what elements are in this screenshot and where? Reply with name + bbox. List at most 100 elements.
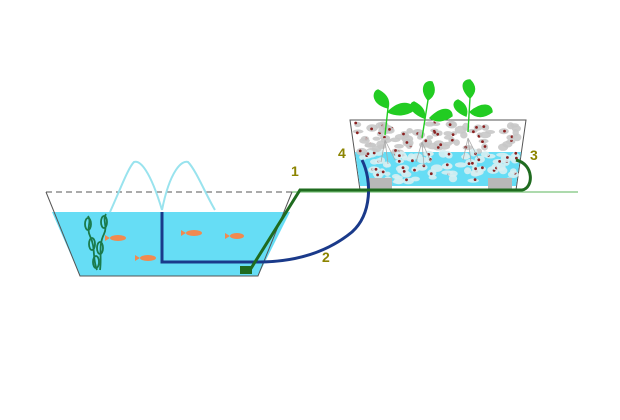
gravel-stone <box>454 162 467 168</box>
gravel-stone <box>406 128 414 134</box>
label-1: 1 <box>291 163 299 179</box>
fountain-spray-left <box>109 160 163 213</box>
gravel-dot <box>498 160 501 163</box>
gravel-stone <box>394 175 403 180</box>
roots <box>380 137 479 167</box>
gravel-stone <box>394 144 404 149</box>
pond-outline <box>45 191 293 277</box>
fish <box>105 230 244 261</box>
gravel-dot <box>413 168 416 172</box>
gravel-dot <box>445 163 449 167</box>
label-2: 2 <box>322 249 330 265</box>
bed-stand-left <box>368 178 392 190</box>
fountain-spray-right <box>161 160 216 211</box>
bed-stand-right <box>488 178 512 190</box>
gravel-stone <box>496 163 506 171</box>
pond-water <box>52 212 290 276</box>
gravel-stone <box>356 147 368 156</box>
gravel-stone <box>442 141 452 147</box>
gravel-stone <box>446 120 458 129</box>
plants <box>373 79 493 139</box>
gravel-dot <box>366 152 370 156</box>
return-pipe <box>248 158 532 271</box>
gravel-stone <box>480 151 490 158</box>
gravel-dot <box>451 133 455 137</box>
gravel-stone <box>424 121 435 127</box>
gravel-stone <box>376 140 386 149</box>
gravel-stone <box>428 175 437 180</box>
gravel-dot <box>472 130 475 134</box>
gravel-dot <box>429 172 433 176</box>
gravel-dot <box>388 127 391 131</box>
gravel-dot <box>448 123 452 126</box>
gravel-dot <box>405 178 408 182</box>
gravel-dot <box>514 151 518 155</box>
label-3: 3 <box>530 147 538 163</box>
gravel-dot <box>450 138 454 142</box>
gravel-dot <box>483 145 487 148</box>
gravel-stone <box>392 179 404 184</box>
gravel-dot <box>397 159 401 163</box>
gravel-stone <box>453 139 460 146</box>
gravel-dot <box>436 132 440 136</box>
gravel-stone <box>461 154 471 160</box>
gravel-dot <box>467 162 471 166</box>
gravel-stone <box>479 131 492 139</box>
gravel-dot <box>401 166 405 170</box>
gravel-dot <box>439 143 443 147</box>
gravel-stone <box>510 168 517 175</box>
gravel-dot <box>411 159 414 163</box>
gravel-stone <box>359 137 370 144</box>
gravel-stone <box>352 129 364 134</box>
gravel-stone <box>443 135 454 140</box>
gravel-media <box>352 120 522 185</box>
gravel-stone <box>438 149 448 158</box>
gravel-dot <box>481 166 484 170</box>
gravel-stone <box>464 167 472 175</box>
gravel-dot <box>482 125 486 128</box>
gravel-dot <box>503 129 506 133</box>
supply-pipe <box>160 159 371 264</box>
gravel-dot <box>436 146 440 149</box>
gravel-stone <box>367 142 375 148</box>
water-plant <box>84 213 108 271</box>
gravel-dot <box>355 131 359 135</box>
gravel-dot <box>372 151 376 155</box>
gravel-stone <box>433 140 445 147</box>
gravel-stone <box>505 139 516 145</box>
gravel-dot <box>376 173 379 177</box>
gravel-dot <box>394 149 397 152</box>
gravel-dot <box>405 141 409 144</box>
gravel-dot <box>447 152 451 156</box>
gravel-stone <box>384 162 392 168</box>
gravel-stone <box>498 143 509 151</box>
gravel-dot <box>424 139 428 143</box>
label-4: 4 <box>338 145 346 161</box>
gravel-stone <box>506 122 515 130</box>
gravel-dot <box>475 126 478 129</box>
gravel-stone <box>512 133 522 142</box>
gravel-dot <box>506 156 509 159</box>
gravel-stone <box>411 153 423 160</box>
gravel-dot <box>402 132 405 136</box>
gravel-dot <box>402 170 406 173</box>
gravel-dot <box>370 127 373 131</box>
gravel-stone <box>447 170 458 177</box>
gravel-stone <box>410 176 420 182</box>
gravel-dot <box>477 158 481 162</box>
gravel-dot <box>481 140 484 144</box>
gravel-dot <box>354 121 358 125</box>
gravel-dot <box>358 149 362 153</box>
gravel-stone <box>384 171 391 176</box>
gravel-stone <box>417 131 426 138</box>
gravel-stone <box>394 151 407 159</box>
gravel-dot <box>473 178 477 182</box>
gravel-stone <box>430 164 443 172</box>
gravel-stone <box>467 178 480 183</box>
gravel-dot <box>474 167 477 171</box>
gravel-stone <box>426 135 434 140</box>
pump <box>240 266 252 274</box>
gravel-dot <box>433 131 437 134</box>
